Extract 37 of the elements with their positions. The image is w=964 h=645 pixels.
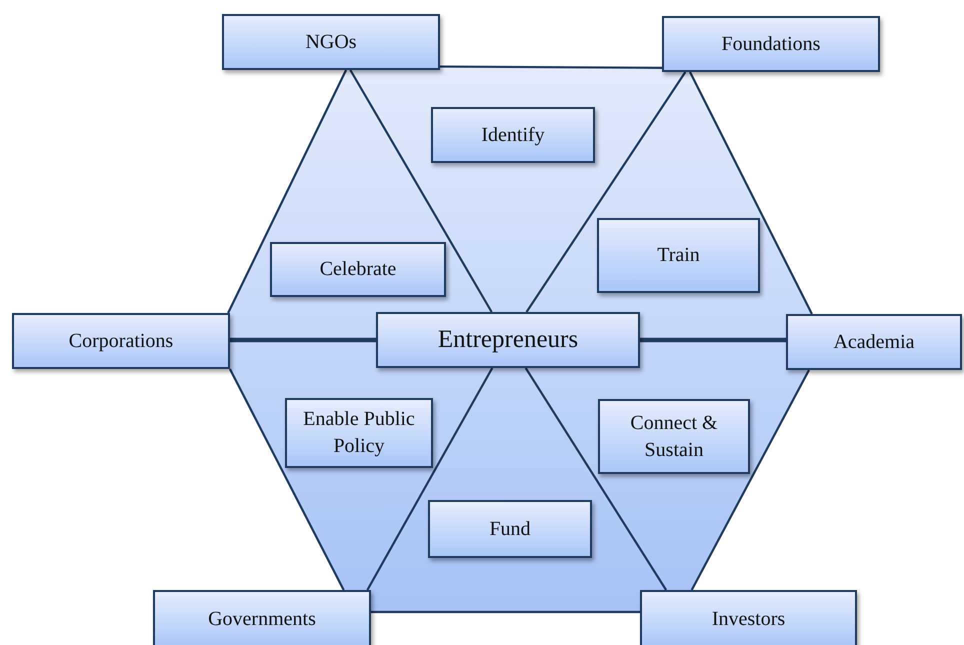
box-label: Identify	[481, 122, 545, 148]
connector-line	[230, 338, 376, 342]
box-label: Corporations	[68, 328, 174, 354]
connector-line	[440, 65, 662, 69]
stakeholder-box	[222, 14, 440, 70]
box-label: Celebrate	[320, 257, 396, 282]
connector-line	[349, 69, 493, 313]
box-label: Entrepreneurs	[438, 325, 578, 356]
connector-line	[228, 368, 345, 590]
box-label: Academia	[833, 330, 915, 354]
stakeholder-box	[786, 314, 962, 370]
stakeholder-box	[153, 590, 371, 645]
connector-line	[366, 367, 494, 591]
box-label: Investors	[712, 606, 786, 632]
stakeholder-box	[270, 242, 446, 297]
stakeholder-box	[640, 590, 857, 645]
box-label: Train	[657, 243, 700, 268]
box-label: Fund	[489, 516, 531, 542]
connector-line	[371, 610, 640, 614]
connector-line	[524, 367, 668, 591]
box-label: Governments	[208, 606, 316, 632]
connector-line	[640, 338, 786, 342]
connector-line	[526, 71, 686, 313]
stakeholder-box	[598, 399, 750, 474]
stakeholder-box	[285, 398, 433, 468]
connector-line	[227, 70, 348, 314]
connector-line	[690, 369, 810, 591]
stakeholder-box	[662, 16, 880, 72]
box-label: Foundations	[722, 32, 820, 56]
stakeholder-box	[376, 312, 640, 368]
stakeholder-box	[428, 500, 592, 558]
box-label: Enable Public Policy	[302, 407, 416, 459]
stakeholder-box	[431, 107, 595, 163]
stakeholder-box	[12, 313, 230, 369]
box-label: Connect & Sustain	[629, 410, 719, 462]
stakeholder-box	[597, 218, 760, 293]
box-label: NGOs	[305, 30, 357, 54]
